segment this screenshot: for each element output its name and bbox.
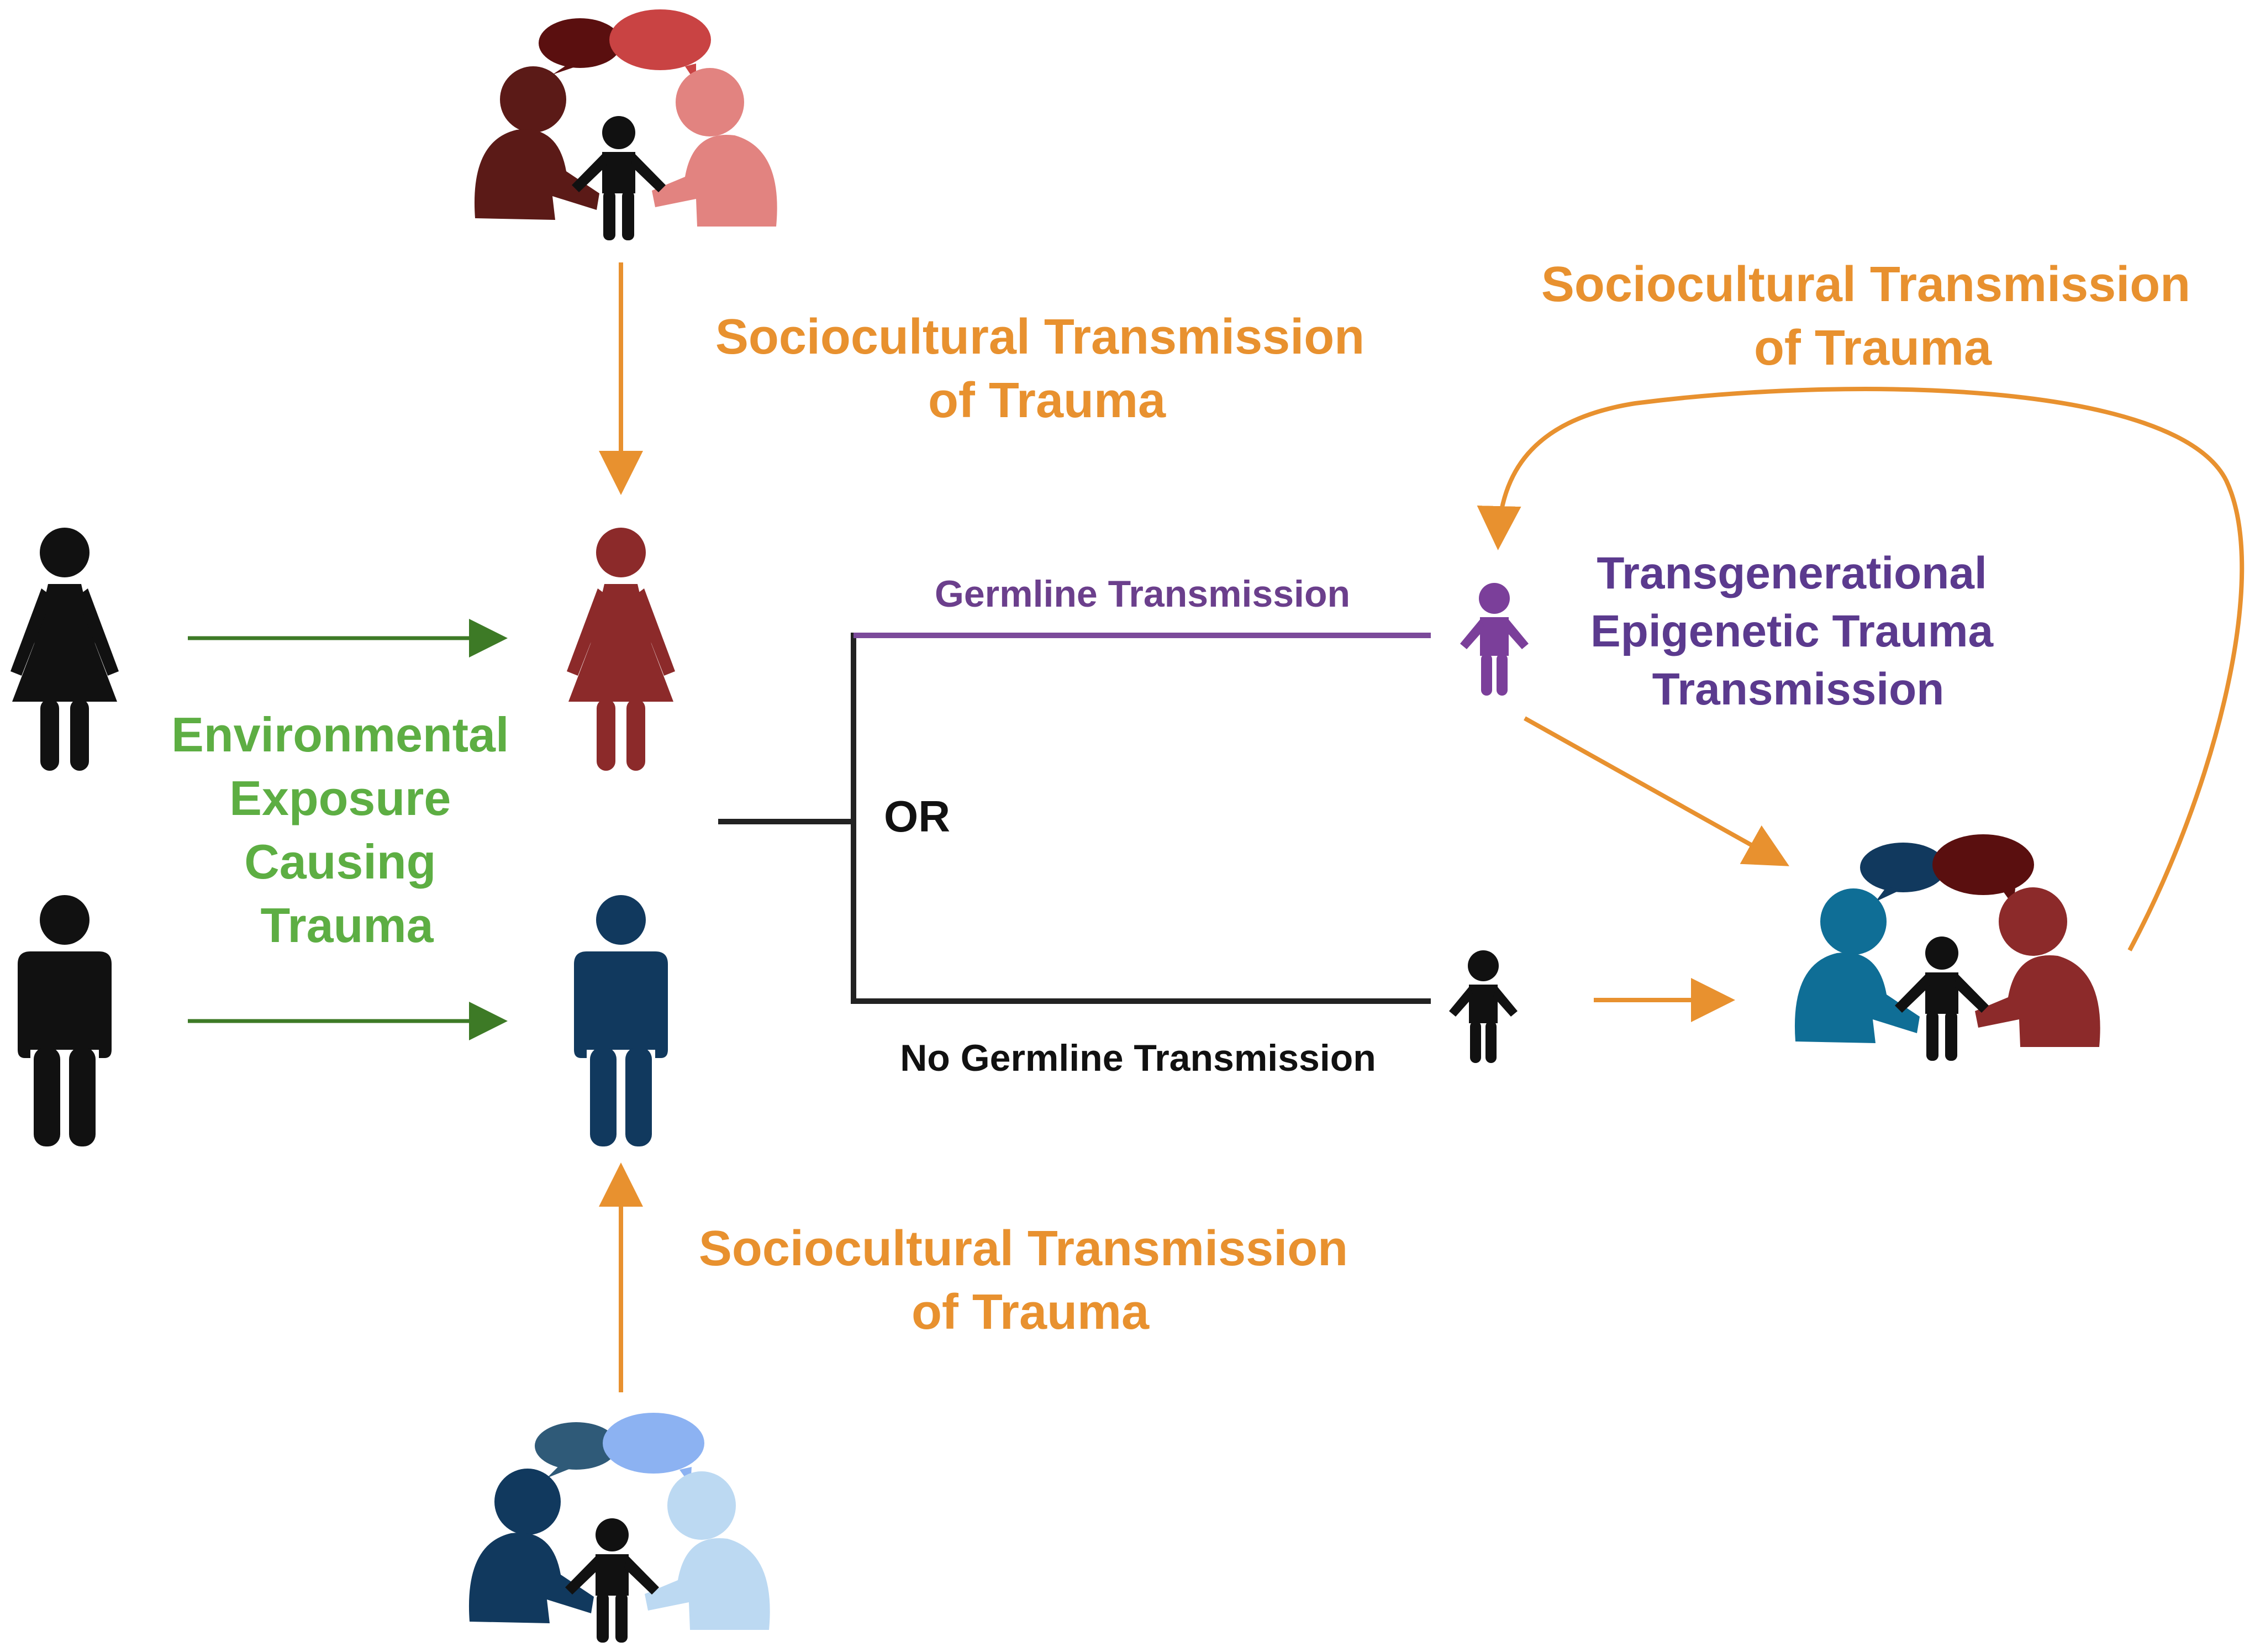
socio-right-line2: of Trauma xyxy=(1754,320,1992,376)
env-line4: Trauma xyxy=(260,898,434,953)
socio-bottom-line2: of Trauma xyxy=(912,1285,1150,1340)
child-black-icon xyxy=(1449,950,1518,1063)
family-group-teal-icon xyxy=(1794,834,2100,1061)
transgen-line2: Epigenetic Trauma xyxy=(1590,606,1994,656)
arrow-purple-child-to-group xyxy=(1524,716,1789,866)
arrow-loop-back xyxy=(1477,387,2245,951)
or-label: OR xyxy=(884,792,950,841)
env-line1: Environmental xyxy=(171,707,509,762)
man-black-icon xyxy=(18,895,112,1146)
svg-text:Sociocultural Transmission: Sociocultural Transmission of Trauma xyxy=(715,309,1378,428)
family-group-blue-icon xyxy=(468,1413,770,1643)
env-line2: Exposure xyxy=(229,771,451,825)
socio-top-line1: Sociocultural Transmission xyxy=(715,309,1365,365)
germline-label: Germline Transmission xyxy=(935,573,1350,615)
socio-right-line1: Sociocultural Transmission xyxy=(1541,257,2190,312)
socio-top-line2: of Trauma xyxy=(928,373,1166,428)
svg-text:Environmental Exposure: Environmental Exposure Causing Trauma xyxy=(171,707,523,953)
woman-maroon-icon xyxy=(567,528,675,771)
man-navy-icon xyxy=(574,895,668,1146)
socio-bottom-line1: Sociocultural Transmission xyxy=(699,1221,1348,1276)
transgen-line1: Transgenerational xyxy=(1597,548,1987,598)
env-line3: Causing xyxy=(244,834,436,889)
no-germline-label: No Germline Transmission xyxy=(900,1037,1376,1079)
svg-text:Sociocultural Transmission: Sociocultural Transmission of Trauma xyxy=(699,1221,1362,1340)
transgen-line3: Transmission xyxy=(1652,664,1945,714)
svg-text:Transgenerational Epigenet: Transgenerational Epigenetic Trauma Tran… xyxy=(1590,548,2006,714)
woman-black-icon xyxy=(10,528,119,771)
svg-text:Sociocultural Transmission: Sociocultural Transmission of Trauma xyxy=(1541,257,2204,376)
family-group-red-icon xyxy=(474,9,777,240)
child-purple-icon xyxy=(1460,583,1529,696)
